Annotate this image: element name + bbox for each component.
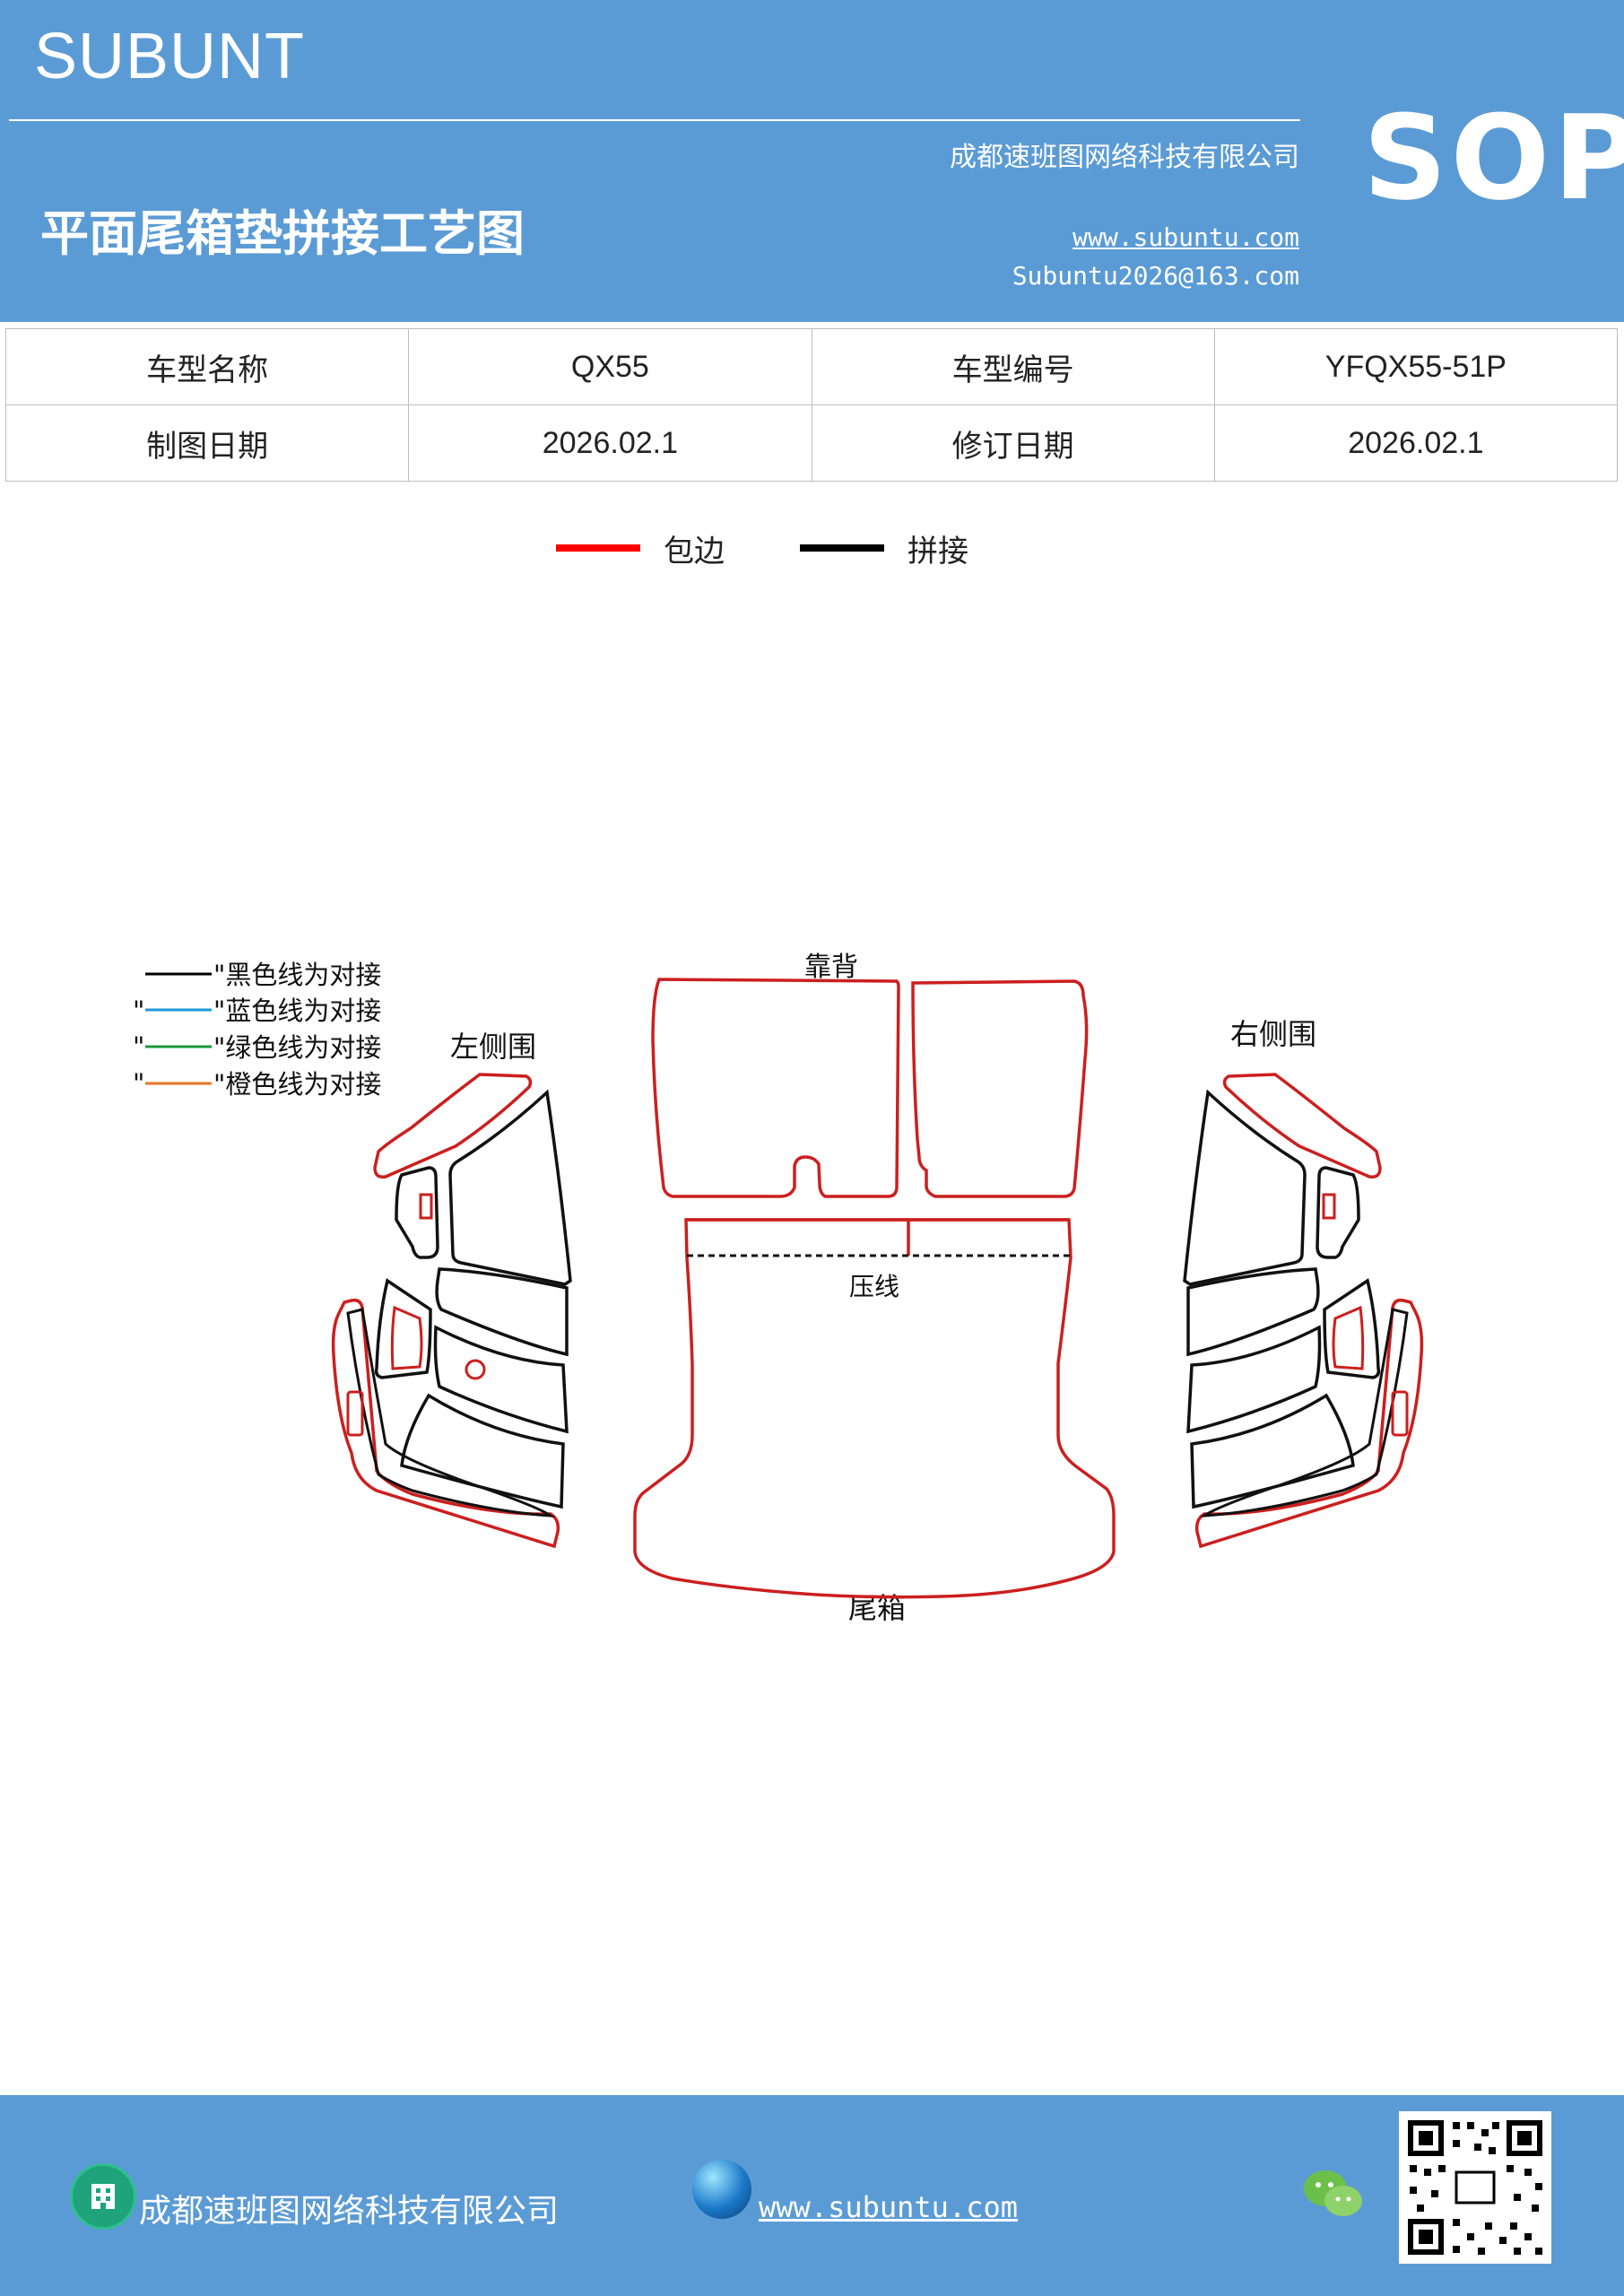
label-left-side: 左侧围 [450,1030,536,1064]
left-panel-upper [448,1089,572,1286]
legend-swatch-black [800,544,884,552]
page-header: SUBUNT 成都速班图网络科技有限公司 平面尾箱垫拼接工艺图 www.subu… [0,0,1624,322]
document-title: 平面尾箱垫拼接工艺图 [40,204,525,262]
trunk-floor-panel [633,1218,1116,1599]
footer-company-name: 成都速班图网络科技有限公司 [139,2193,560,2230]
line-legend-text: "蓝色线为对接 [213,996,381,1026]
qr-code-icon [1399,2111,1551,2264]
right-panel-lower [1190,1393,1355,1509]
globe-icon [692,2160,751,2219]
left-panel-pillar [395,1166,439,1259]
quote-mark: " [133,1031,144,1062]
right-panel-vent-frame [1323,1278,1381,1379]
legend-swatch-red [556,544,640,552]
right-panel-mid-b [1186,1325,1322,1434]
label-right-side: 右侧围 [1230,1017,1316,1051]
footer-website-link[interactable]: www.subuntu.com [759,2190,1018,2224]
right-side-panels [1183,1073,1424,1549]
vehicle-info-table: 车型名称 QX55 车型编号 YFQX55-51P 制图日期 2026.02.1… [4,328,1619,482]
quote-mark: " [133,996,144,1026]
right-panel-mid-a [1186,1267,1320,1357]
trunk-mat-diagram: "黑色线为对接 " "蓝色线为对接 " "绿色线为对接 " "橙色线为对接 靠背… [133,952,1424,1625]
label-press-line: 压线 [849,1272,899,1301]
right-panel-slot [1391,1390,1409,1437]
left-panel-slot [346,1390,364,1437]
legend-label: 包边 [664,533,725,570]
line-legend: "黑色线为对接 " "蓝色线为对接 " "绿色线为对接 " "橙色线为对接 [133,960,381,1100]
line-legend-text: "黑色线为对接 [213,960,381,990]
label-model-name: 车型名称 [4,328,410,405]
left-panel-mid-b [433,1325,569,1434]
email-address[interactable]: Subuntu2026@163.com [1012,261,1299,291]
right-panel-outer-seam [1199,1308,1409,1518]
right-panel-upper [1183,1089,1307,1286]
left-panel-mid-a [435,1267,569,1357]
website-link[interactable]: www.subuntu.com [1073,222,1299,252]
right-panel-pillar [1316,1166,1360,1259]
left-panel-outer-seam [346,1308,556,1518]
brand-name: SUBUNT [34,21,306,92]
backrest-right-panel [911,979,1089,1198]
table-row: 车型名称 QX55 车型编号 YFQX55-51P [4,328,1619,405]
left-panel-hole-round [465,1359,486,1380]
value-revision-date: 2026.02.1 [1213,404,1619,482]
legend-seam: 拼接 [800,527,968,570]
right-panel-top [1222,1073,1382,1179]
left-side-panels [331,1073,572,1549]
value-model-code: YFQX55-51P [1213,328,1619,405]
page-footer: 成都速班图网络科技有限公司 www.subuntu.com [0,2095,1624,2296]
header-divider [9,119,1300,121]
legend-label: 拼接 [908,533,968,570]
wechat-icon[interactable] [1302,2167,1365,2222]
building-icon [70,2163,136,2230]
left-panel-vent [390,1305,423,1370]
company-name: 成都速班图网络科技有限公司 [950,142,1299,173]
value-draw-date: 2026.02.1 [408,404,812,482]
sop-badge: SOP [1363,90,1624,226]
legend-edge-binding: 包边 [556,527,725,570]
line-legend-text: "绿色线为对接 [213,1032,381,1063]
table-row: 制图日期 2026.02.1 修订日期 2026.02.1 [4,404,1619,482]
value-model-name: QX55 [408,328,812,405]
left-panel-top [373,1073,533,1179]
label-revision-date: 修订日期 [811,404,1215,482]
quote-mark: " [133,1068,144,1099]
right-panel-hole [1322,1193,1336,1220]
label-draw-date: 制图日期 [4,404,410,482]
right-panel-vent [1332,1305,1365,1370]
label-backrest: 靠背 [804,952,858,983]
left-panel-lower [400,1393,565,1509]
left-panel-hole [419,1193,433,1220]
backrest-left-panel [651,978,900,1198]
label-model-code: 车型编号 [811,328,1215,405]
line-legend-text: "橙色线为对接 [213,1069,381,1100]
left-panel-vent-frame [374,1278,432,1379]
